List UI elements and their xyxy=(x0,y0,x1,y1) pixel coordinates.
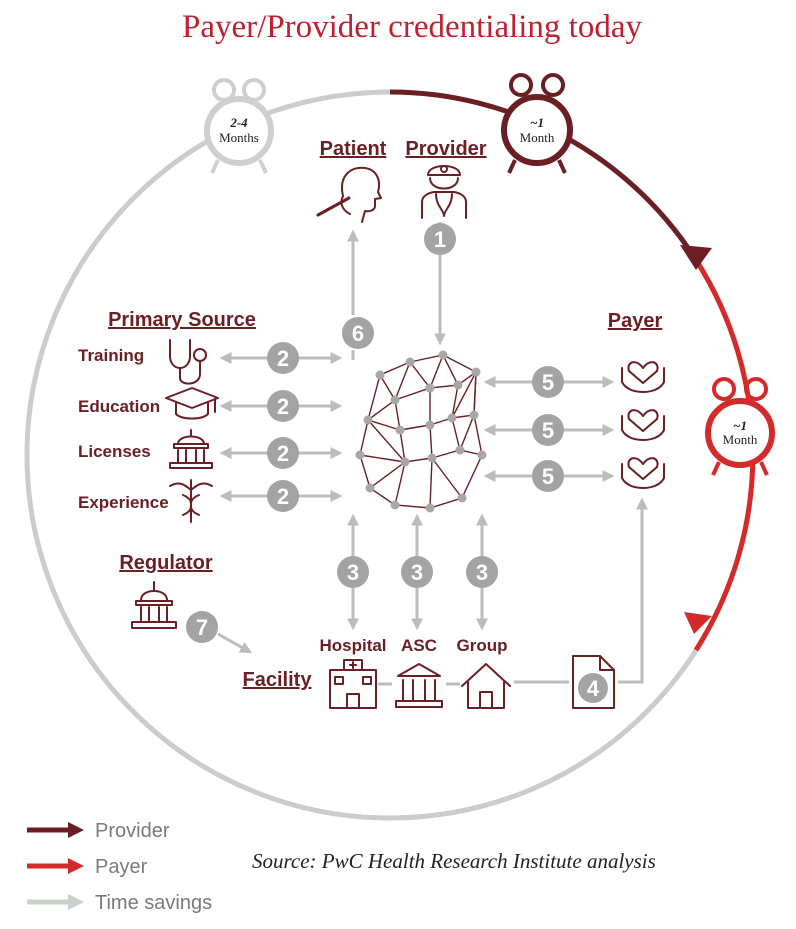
svg-text:2: 2 xyxy=(277,484,289,509)
step-badge-2-experience: 2 xyxy=(267,480,299,512)
graduation-cap-icon xyxy=(165,387,219,420)
source-note: Source: PwC Health Research Institute an… xyxy=(252,849,656,873)
svg-text:5: 5 xyxy=(542,464,554,489)
training-label: Training xyxy=(78,346,144,365)
provider-heading: Provider xyxy=(405,138,486,160)
page-title: Payer/Provider credentialing today xyxy=(182,9,643,45)
gray-clock-bottom: Months xyxy=(219,130,259,145)
line-payer-to-document xyxy=(618,512,644,684)
hospital-label: Hospital xyxy=(319,636,386,655)
legend-payer-arrow xyxy=(27,858,84,874)
svg-text:3: 3 xyxy=(476,560,488,585)
document-icon xyxy=(572,655,615,709)
payer-hands-heart-icon-3 xyxy=(621,457,665,489)
regulator-heading: Regulator xyxy=(119,552,213,574)
patient-icon xyxy=(316,166,382,223)
licenses-label: Licenses xyxy=(78,442,151,461)
step-badge-2-education: 2 xyxy=(267,390,299,422)
svg-text:4: 4 xyxy=(587,676,600,701)
step-badge-1: 1 xyxy=(424,223,456,255)
legend: Provider Payer Time savings xyxy=(27,820,212,914)
step-badge-2-training: 2 xyxy=(267,342,299,374)
gray-clock-top: 2-4 xyxy=(229,115,248,130)
step-badge-5-2: 5 xyxy=(532,414,564,446)
provider-clock-top: ~1 xyxy=(530,115,544,130)
asc-icon xyxy=(395,663,443,708)
step-badge-7: 7 xyxy=(186,611,218,643)
step-badge-3-hospital: 3 xyxy=(337,556,369,588)
provider-clock-icon xyxy=(501,73,573,174)
legend-provider-arrow xyxy=(27,822,84,838)
legend-payer-label: Payer xyxy=(95,856,148,878)
svg-text:2: 2 xyxy=(277,394,289,419)
svg-text:2: 2 xyxy=(277,346,289,371)
payer-hands-heart-icon-1 xyxy=(621,361,665,393)
provider-icon xyxy=(421,165,467,219)
primary-source-heading: Primary Source xyxy=(108,309,256,331)
payer-clock-top: ~1 xyxy=(733,418,747,433)
payer-hands-heart-icon-2 xyxy=(621,409,665,441)
payer-heading: Payer xyxy=(608,310,663,332)
svg-text:3: 3 xyxy=(411,560,423,585)
group-house-icon xyxy=(461,663,511,709)
svg-text:5: 5 xyxy=(542,418,554,443)
payer-clock-bottom: Month xyxy=(723,432,758,447)
payer-arc-arrowhead xyxy=(684,612,712,634)
capitol-building-icon xyxy=(169,429,213,469)
svg-text:7: 7 xyxy=(196,615,208,640)
regulator-building-icon xyxy=(131,581,177,629)
step-badge-5-1: 5 xyxy=(532,366,564,398)
provider-clock-bottom: Month xyxy=(520,130,555,145)
gray-clock-icon xyxy=(204,78,274,174)
step-badge-6: 6 xyxy=(342,317,374,349)
provider-arc-arrowhead xyxy=(680,245,712,270)
svg-text:2: 2 xyxy=(277,441,289,466)
svg-text:1: 1 xyxy=(434,227,446,252)
step-badge-3-asc: 3 xyxy=(401,556,433,588)
payer-clock-icon xyxy=(705,377,775,476)
network-icon xyxy=(355,350,487,513)
caduceus-icon xyxy=(169,479,213,523)
legend-time-savings-label: Time savings xyxy=(95,892,212,914)
stethoscope-icon xyxy=(169,339,207,385)
step-badge-4: 4 xyxy=(578,673,608,703)
patient-heading: Patient xyxy=(320,138,387,160)
hospital-icon xyxy=(329,659,377,709)
experience-label: Experience xyxy=(78,493,169,512)
legend-provider-label: Provider xyxy=(95,820,170,842)
svg-text:5: 5 xyxy=(542,370,554,395)
facility-heading: Facility xyxy=(243,669,313,691)
legend-time-savings-arrow xyxy=(27,894,84,910)
step-badge-2-licenses: 2 xyxy=(267,437,299,469)
arrow-regulator-to-facility xyxy=(217,632,253,654)
svg-text:3: 3 xyxy=(347,560,359,585)
step-badge-5-3: 5 xyxy=(532,460,564,492)
svg-text:6: 6 xyxy=(352,321,364,346)
step-badge-3-group: 3 xyxy=(466,556,498,588)
education-label: Education xyxy=(78,397,160,416)
asc-label: ASC xyxy=(401,636,437,655)
group-label: Group xyxy=(457,636,508,655)
